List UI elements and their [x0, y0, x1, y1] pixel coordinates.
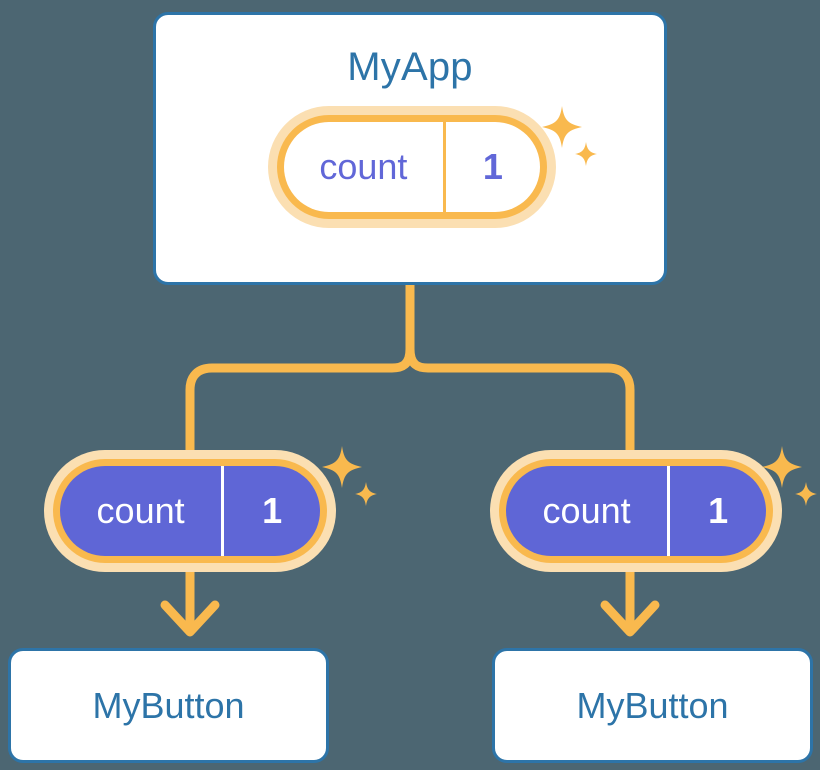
connector-root-to-left: [185, 280, 415, 457]
state-pill-value: 1: [442, 122, 540, 212]
state-pill-body: count 1: [60, 466, 320, 556]
state-pill-key: count: [542, 490, 631, 531]
state-pill-ring: count 1: [53, 459, 327, 563]
state-pill-child-right[interactable]: count 1: [490, 450, 782, 572]
component-card-mybutton-left[interactable]: MyButton: [8, 648, 329, 763]
component-label: MyButton: [576, 684, 729, 726]
state-pill-body: count 1: [506, 466, 766, 556]
component-label: MyButton: [92, 684, 245, 726]
page-title: MyApp: [347, 45, 473, 89]
connector-root-to-right: [405, 280, 635, 457]
state-pill-ring: count 1: [499, 459, 773, 563]
state-pill-ring: count 1: [277, 115, 547, 219]
state-pill-key: count: [319, 146, 408, 187]
component-card-mybutton-right[interactable]: MyButton: [492, 648, 813, 763]
state-pill-root[interactable]: count 1: [268, 106, 556, 228]
state-pill-child-left[interactable]: count 1: [44, 450, 336, 572]
state-pill-value: 1: [667, 466, 766, 556]
arrow-head-left-icon: [160, 600, 220, 637]
state-pill-body: count 1: [284, 122, 540, 212]
state-pill-value: 1: [221, 466, 320, 556]
arrow-head-right-icon: [600, 600, 660, 637]
state-pill-key: count: [96, 490, 185, 531]
